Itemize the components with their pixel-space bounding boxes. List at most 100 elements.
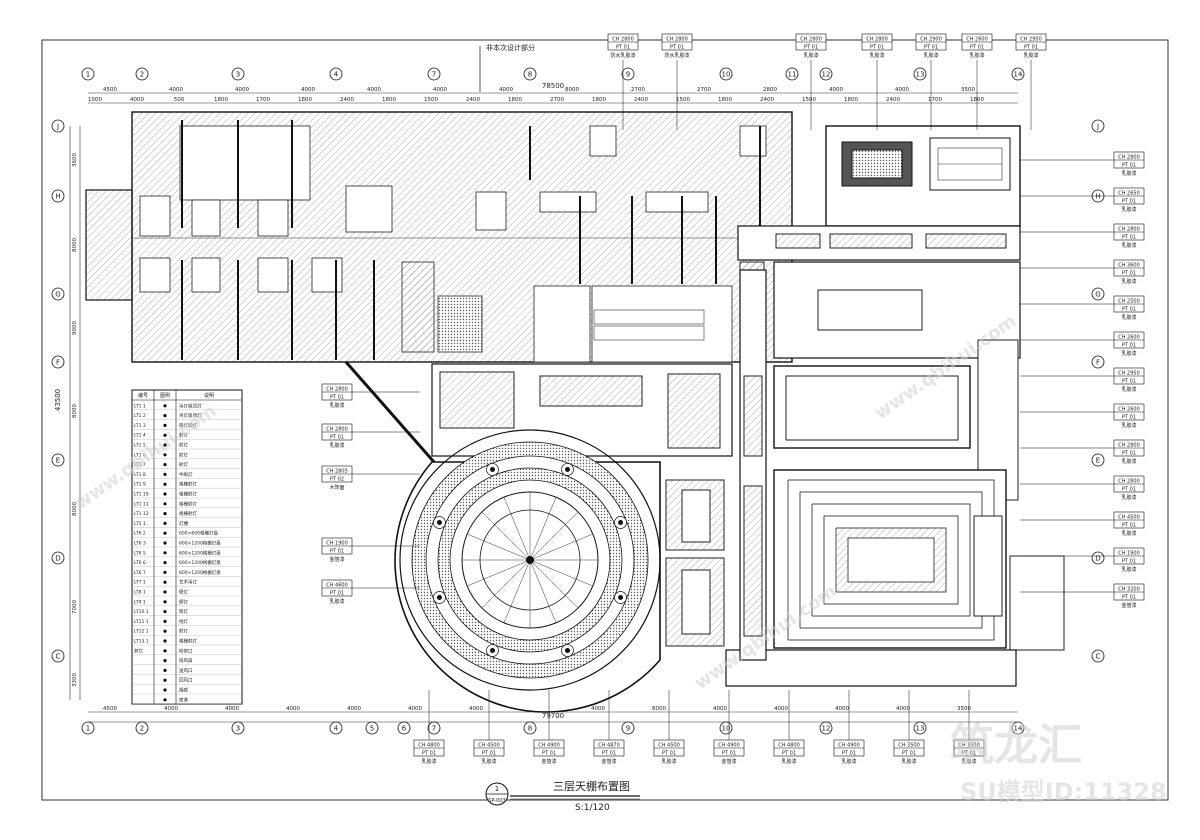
- legend-desc: 回风口: [179, 678, 193, 684]
- ceiling-tag-finish: PT 01: [1122, 343, 1136, 349]
- dim-left: 7000: [72, 600, 78, 614]
- ceiling-tag-height: CH 2800: [612, 37, 634, 43]
- ceiling-tag-height: CH 4800: [418, 743, 440, 749]
- ceiling-tag-height: CH 2900: [1118, 155, 1140, 161]
- grid-bubble-right-label: D: [1095, 555, 1100, 563]
- grid-bubble-bottom-label: 10: [722, 725, 731, 733]
- legend-code: LT8 1: [134, 590, 146, 596]
- grid-bubble-right: F: [1091, 355, 1105, 369]
- dim-top2: 2800: [763, 87, 777, 93]
- grid-bubble-top: 1: [81, 67, 95, 81]
- dim-top: 1800: [844, 97, 858, 103]
- legend-desc: 射灯: [179, 442, 188, 449]
- ceiling-tag-note: 乳胶漆: [661, 758, 676, 765]
- ceiling-tag-note: 木饰面: [329, 484, 344, 491]
- ceiling-tag-finish: PT 01: [902, 751, 916, 757]
- ceiling-tag-note: 乳胶漆: [481, 758, 496, 765]
- grid-bubble-top-label: 14: [1014, 71, 1023, 79]
- dim-bottom: 8000: [652, 706, 666, 712]
- grid-bubble-right-label: J: [1096, 123, 1099, 131]
- ceiling-tag-note: 乳胶漆: [329, 442, 344, 449]
- legend-desc: 射灯: [179, 628, 188, 635]
- ceiling-tag-finish: PT 01: [782, 751, 796, 757]
- legend-desc: 壁灯: [179, 589, 188, 596]
- ceiling-tag-height: CH 4900: [718, 743, 740, 749]
- dim-bottom: 4000: [896, 706, 910, 712]
- legend-desc: 送风口: [179, 667, 193, 674]
- dim-top: 1800: [718, 97, 732, 103]
- dim-top2: 4000: [895, 87, 909, 93]
- dim-left: 3300: [72, 673, 78, 687]
- ceiling-tag-note: 乳胶漆: [421, 758, 436, 765]
- dim-left: 8000: [72, 404, 78, 418]
- ceiling-tag-height: CH 3600: [1118, 263, 1140, 269]
- ceiling-tag-height: CH 4900: [838, 743, 860, 749]
- dim-bottom: 4000: [286, 706, 300, 712]
- ceiling-tag-note: 乳胶漆: [1023, 52, 1038, 59]
- legend-code: LT6 5: [134, 550, 146, 556]
- legend-code: LT1 11: [134, 501, 149, 507]
- dim-top: 1800: [214, 97, 228, 103]
- legend-desc: 格栅射灯: [179, 500, 197, 507]
- grid-bubble-right-label: C: [1096, 653, 1101, 661]
- ceiling-tag-finish: PT 01: [1122, 523, 1136, 529]
- legend-desc: 排风扇: [179, 657, 193, 664]
- legend-desc: 筒灯嵌灯: [179, 422, 197, 429]
- ceiling-tag-finish: PT 01: [1122, 487, 1136, 493]
- dim-bottom: 4000: [225, 706, 239, 712]
- grid-bubble-top: 10: [719, 67, 733, 81]
- grid-bubble-bottom: 1: [81, 721, 95, 735]
- grid-bubble-top-label: 4: [334, 71, 339, 79]
- overall-bottom-dim: 79700: [542, 712, 564, 720]
- grid-bubble-right-label: F: [1096, 359, 1100, 367]
- ceiling-tag-note: 乳胶漆: [1121, 566, 1136, 573]
- ceiling-tag-note: 乳胶漆: [1121, 206, 1136, 213]
- ceiling-tag-height: CH 2800: [1118, 227, 1140, 233]
- ceiling-tag-note: 乳胶漆: [1121, 350, 1136, 357]
- grid-bubble-bottom: 2: [135, 721, 149, 735]
- dim-bottom: 4000: [164, 706, 178, 712]
- dim-top2: 4000: [433, 87, 447, 93]
- dim-top2: 4000: [367, 87, 381, 93]
- grid-bubble-bottom-label: 7: [432, 725, 436, 733]
- grid-bubble-bottom: 14: [1011, 721, 1025, 735]
- dim-top: 1500: [676, 97, 690, 103]
- ceiling-tag-height: CH 2800: [800, 37, 822, 43]
- legend-code: LT6 2: [134, 531, 146, 537]
- ceiling-tag-finish: PT 01: [330, 591, 344, 597]
- ceiling-tag-note: 乳胶漆: [1121, 530, 1136, 537]
- west-wing-rooms: [85, 111, 793, 363]
- overall-top-dim: 78500: [542, 82, 564, 90]
- dim-top: 1700: [928, 97, 942, 103]
- legend-desc: 600×1200格栅灯盘: [179, 549, 221, 556]
- ceiling-tag-note: 乳胶漆: [969, 52, 984, 59]
- legend-header: 说明: [204, 392, 214, 399]
- legend-desc: 烟感: [179, 687, 188, 694]
- grid-bubble-top: 12: [819, 67, 833, 81]
- legend-desc: 格栅射灯: [179, 638, 197, 645]
- dim-top2: 4500: [103, 87, 117, 93]
- dim-top: 2400: [634, 97, 648, 103]
- grid-bubble-top-label: 7: [432, 71, 436, 79]
- legend-code: LT5 1: [134, 521, 146, 527]
- grid-bubble-top: 9: [621, 67, 635, 81]
- grid-bubble-left-label: C: [56, 653, 61, 661]
